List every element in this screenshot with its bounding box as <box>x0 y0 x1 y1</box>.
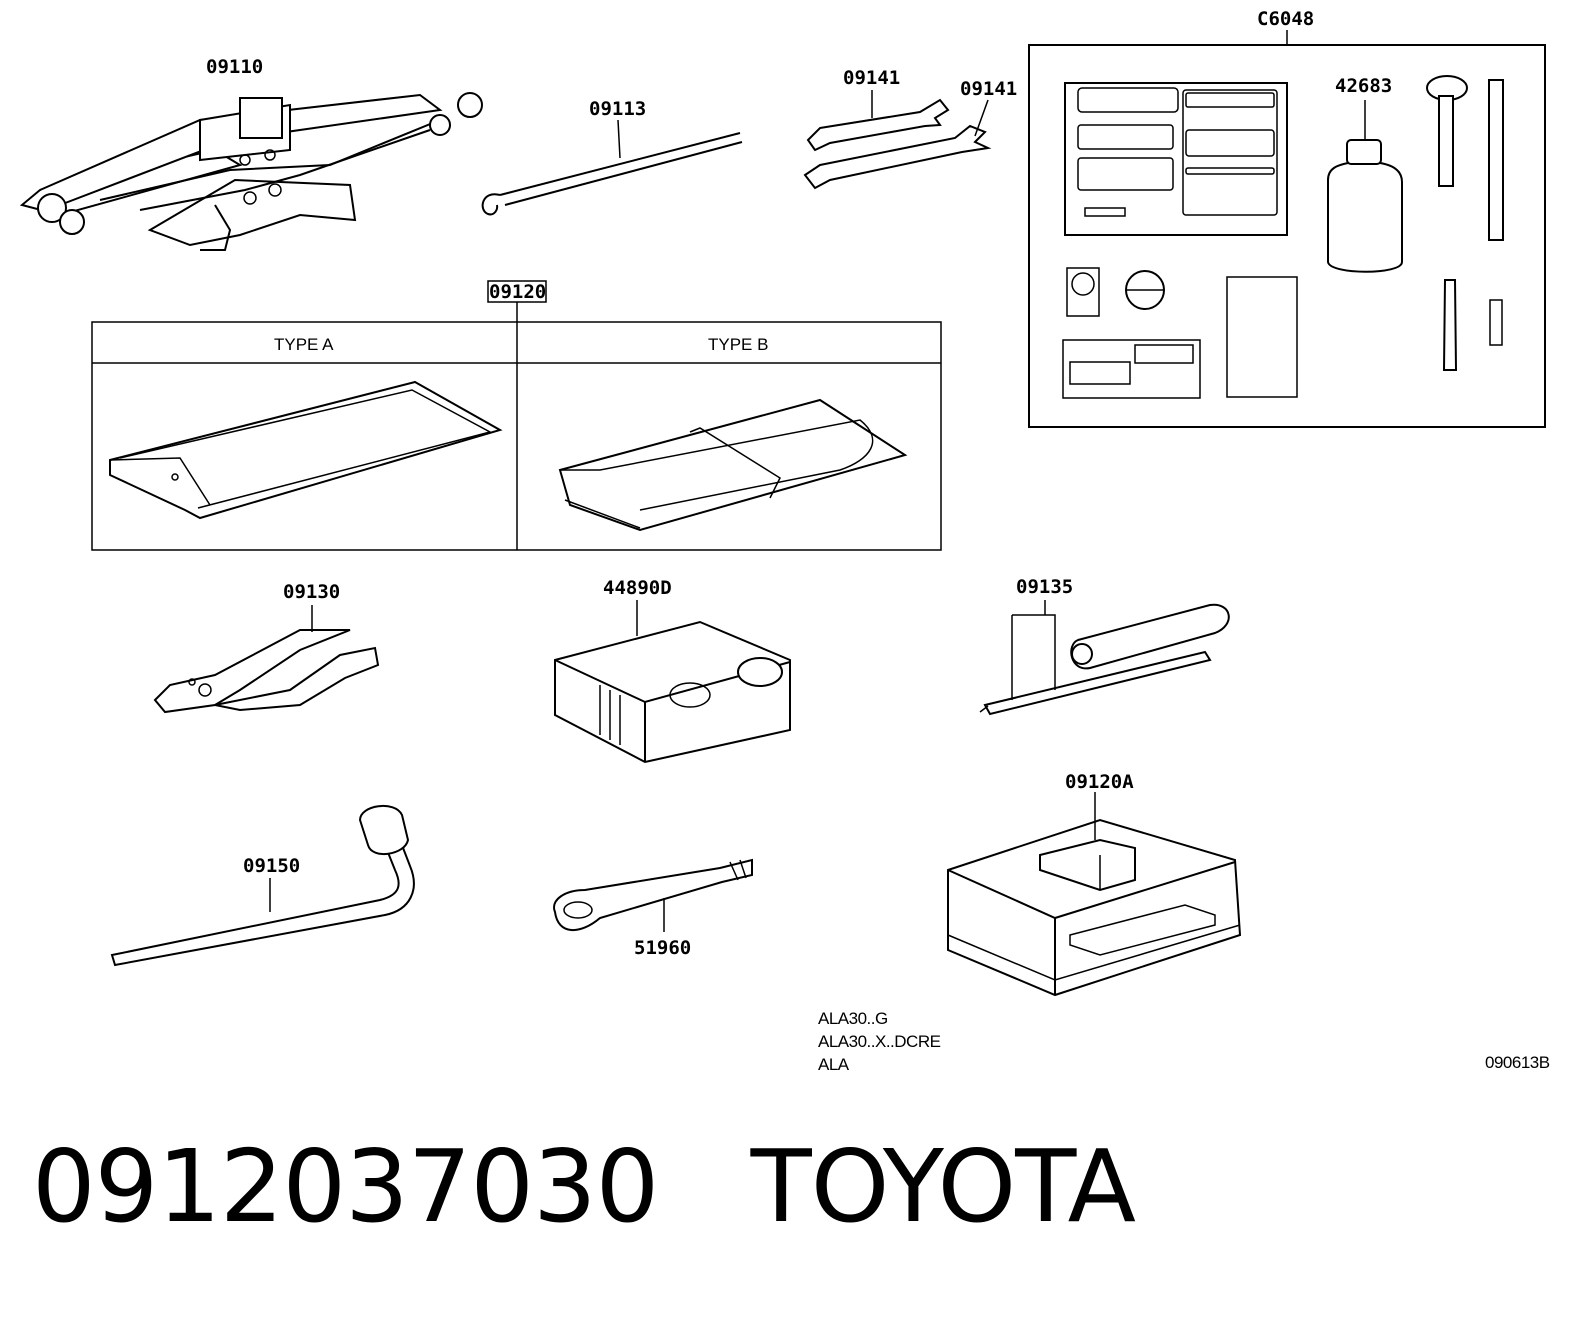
tow-hook-drawing <box>553 858 753 932</box>
label-pliers: 09130 <box>283 581 340 603</box>
model-code-1: ALA30..G <box>818 1009 888 1028</box>
label-lug-wrench: 09150 <box>243 855 300 877</box>
label-wrench-b: 09141 <box>960 78 1017 100</box>
label-hook: 51960 <box>634 937 691 959</box>
compressor-drawing <box>554 600 791 764</box>
label-tool-bag: 09120 <box>489 281 546 303</box>
label-compressor: 44890D <box>603 577 672 599</box>
label-repair-kit: C6048 <box>1257 8 1314 30</box>
footer-caption: 0912037030 TOYOTA <box>32 1128 1136 1245</box>
label-jack-handle: 09113 <box>589 98 646 120</box>
label-type-b: TYPE B <box>708 335 768 354</box>
label-wrench-a: 09141 <box>843 67 900 89</box>
drawing-id: 090613B <box>1485 1053 1550 1072</box>
scissor-jack-drawing <box>19 92 483 251</box>
part-number: 0912037030 <box>32 1128 659 1245</box>
repair-kit-box <box>1028 30 1546 428</box>
label-sealant: 42683 <box>1335 75 1392 97</box>
label-jack: 09110 <box>206 56 263 78</box>
pliers-drawing <box>153 605 380 714</box>
model-code-2: ALA30..X..DCRE <box>818 1032 941 1051</box>
tool-case-drawing <box>947 792 1242 997</box>
model-code-3: ALA <box>818 1055 850 1074</box>
lug-wrench-drawing <box>110 804 415 967</box>
wrench-drawing <box>803 90 992 190</box>
label-screwdriver: 09135 <box>1016 576 1073 598</box>
screwdriver-drawing <box>979 600 1230 716</box>
label-tool-case: 09120A <box>1065 771 1134 793</box>
tool-bag-box <box>91 280 942 551</box>
brand-name: TOYOTA <box>750 1128 1136 1245</box>
jack-handle-drawing <box>481 119 743 216</box>
label-type-a: TYPE A <box>274 335 334 354</box>
